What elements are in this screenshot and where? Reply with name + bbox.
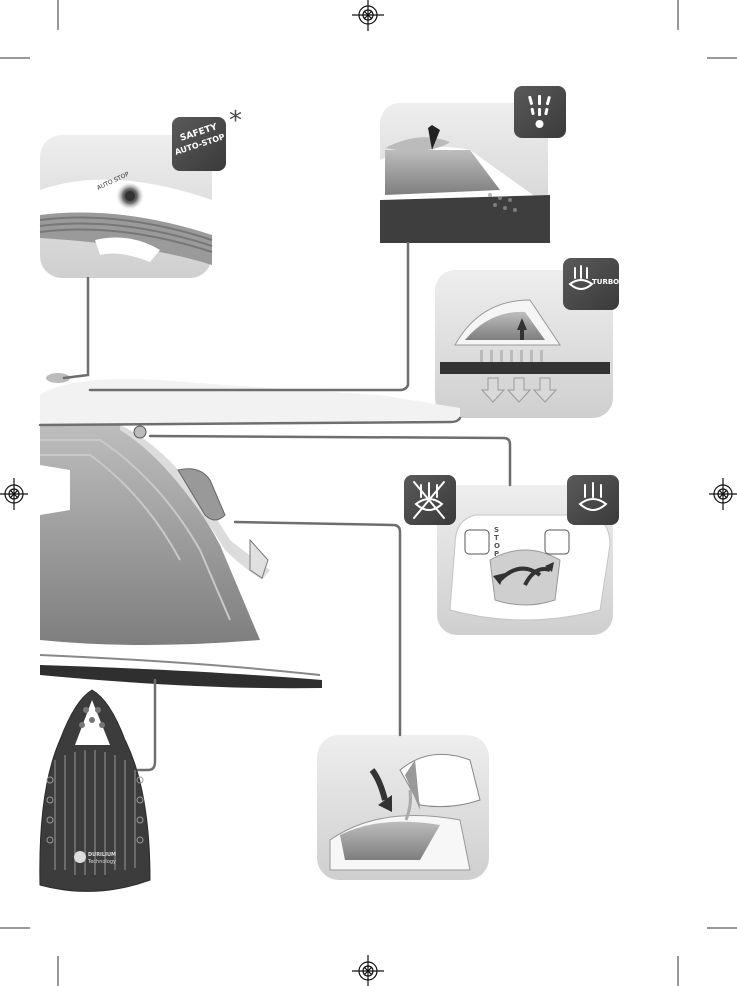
turbo-label: TURBO [592,279,618,286]
steam-icon [567,475,619,525]
water-filling-panel [317,735,489,880]
stop-label: STOP [494,526,502,558]
asterisk-footnote: * [229,108,242,134]
iron-body [40,373,460,688]
soleplate-brand-line2: Technology [88,859,116,865]
no-steam-icon [404,475,456,525]
soleplate-brand-line1: DURILIUM [88,852,116,858]
steam-jets-icon [514,86,566,138]
